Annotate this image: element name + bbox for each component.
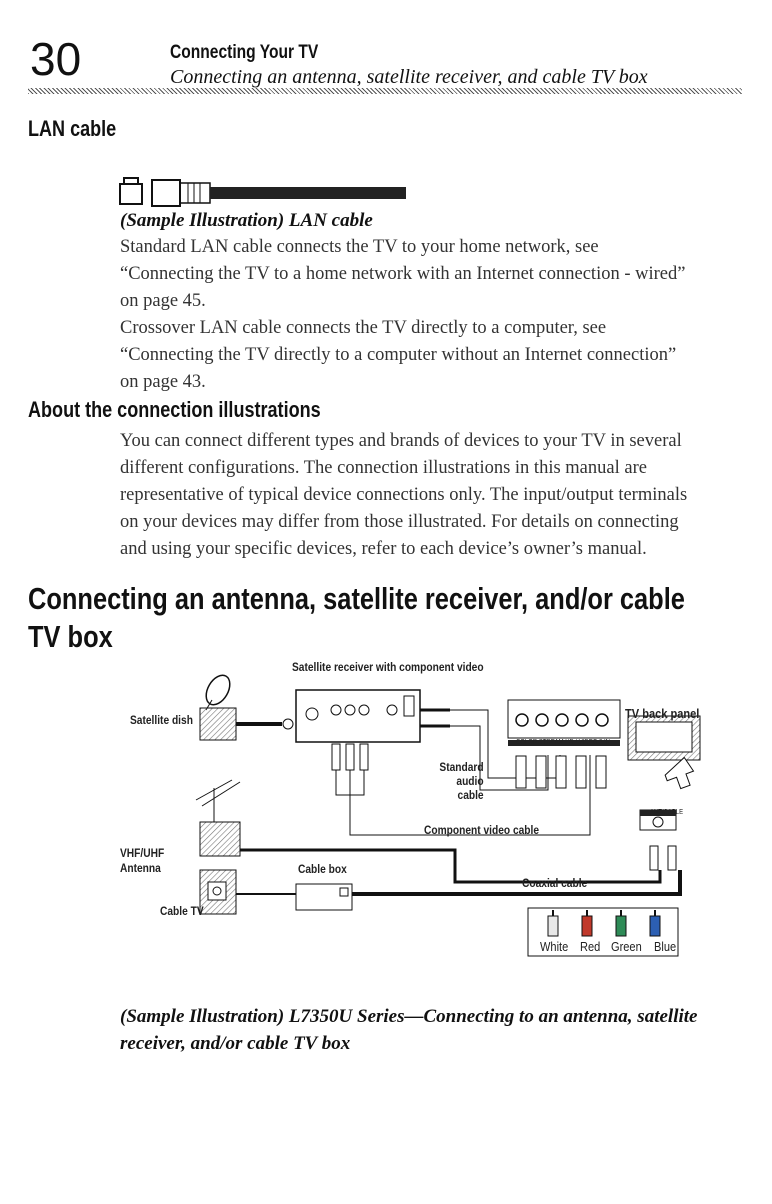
vhf-uhf-antenna-label: VHF/UHF Antenna: [120, 846, 165, 875]
ant-cable-port-label: ANT/CABLE: [650, 809, 684, 816]
lan-cable-illustration: [119, 177, 406, 207]
legend-plugs: [547, 910, 661, 937]
cable-box-icon: [295, 883, 353, 911]
chapter-title: Connecting Your TV: [170, 42, 319, 63]
tv-input-plugs: [515, 755, 607, 789]
tv-jack-labels: COLOR STREAM HD / VIDEO 2 IN: [516, 739, 610, 746]
about-paragraph: You can connect different types and bran…: [120, 431, 688, 559]
lan-cable-wire: [210, 187, 406, 199]
section-subtitle: Connecting an antenna, satellite receive…: [170, 66, 648, 88]
legend-red: Red: [580, 939, 601, 954]
lan-heading: LAN cable: [28, 116, 117, 141]
legend-plug-2: [615, 915, 627, 937]
cable-box-label: Cable box: [298, 862, 347, 876]
tv-back-panel-icon: [627, 715, 701, 790]
figure-caption: (Sample Illustration) L7350U Series—Conn…: [120, 1006, 698, 1054]
page-number: 30: [30, 33, 82, 85]
tv-jack-panel: [507, 699, 621, 746]
vhf-uhf-antenna-icon: [195, 779, 241, 857]
standard-audio-cable-label: Standard audio cable: [439, 760, 484, 802]
cable-tv-label: Cable TV: [160, 904, 204, 918]
header-rule: [28, 88, 742, 94]
legend-plug-0: [547, 915, 559, 937]
coaxial-cable-label: Coaxial cable: [522, 876, 588, 890]
satellite-dish-label: Satellite dish: [130, 713, 193, 727]
about-heading: About the connection illustrations: [28, 397, 321, 422]
legend-white: White: [540, 939, 569, 954]
connect-heading: Connecting an antenna, satellite receive…: [28, 581, 685, 654]
lan-paragraph-1: Standard LAN cable connects the TV to yo…: [120, 237, 686, 311]
legend-blue: Blue: [653, 939, 677, 954]
lan-caption: (Sample Illustration) LAN cable: [120, 210, 373, 231]
connection-diagram: [195, 674, 701, 957]
legend-green: Green: [610, 939, 642, 954]
cable-tv-outlet-icon: [199, 869, 237, 915]
color-legend: White Red Green Blue: [540, 939, 680, 954]
legend-plug-3: [649, 915, 661, 937]
component-video-cable-label: Component video cable: [424, 823, 540, 837]
tv-back-panel-label: TV back panel: [625, 706, 700, 721]
satellite-dish-icon: [199, 674, 237, 741]
antenna-cable: [240, 848, 662, 884]
component-video-plugs: [331, 743, 591, 836]
coaxial-cable: [352, 870, 682, 896]
satellite-receiver-label: Satellite receiver with component video: [292, 660, 484, 674]
ant-cable-port: [639, 809, 677, 871]
lan-plug-front-icon: [119, 183, 143, 205]
lan-paragraph-2: Crossover LAN cable connects the TV dire…: [120, 318, 677, 392]
lan-plug-side-icon: [151, 179, 181, 207]
legend-plug-1: [581, 915, 593, 937]
satellite-receiver-icon: [295, 689, 450, 743]
